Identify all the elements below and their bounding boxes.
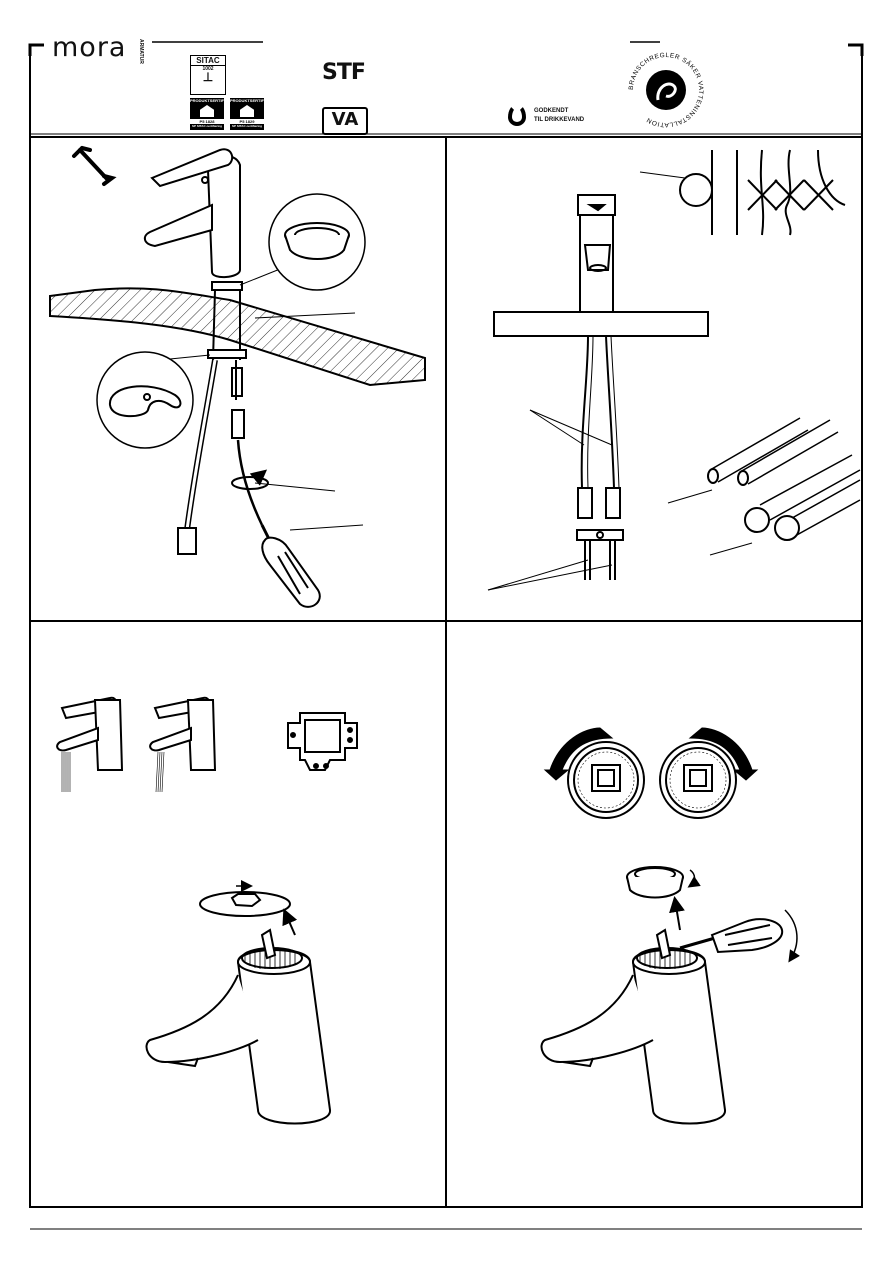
mora-logo: mora xyxy=(52,32,126,63)
cert-badge-2: PRODUKTSERTIFIKAT P5 1829 SP SITAC certi… xyxy=(230,98,274,130)
godkendt-line1: GODKENDT xyxy=(534,108,569,114)
seal-logo: BRANSCHREGLER SÄKER VATTENINSTALLATION xyxy=(626,50,706,130)
sitac-badge: SITAC 1002 ⊥ xyxy=(190,55,226,95)
sitac-number: 1002 xyxy=(202,66,214,72)
brand-name: mora xyxy=(52,32,127,63)
cert-badge-1: PRODUKTSERTIFIKAT P5 1828 SP SITAC certi… xyxy=(190,98,234,130)
cert1-sub: SP SITAC certifiering xyxy=(192,124,222,128)
va-logo: VA xyxy=(322,107,368,135)
house-icon xyxy=(200,105,214,117)
sitac-label: SITAC xyxy=(191,56,225,66)
wrench-icon xyxy=(72,146,117,186)
arrow-clockwise-icon xyxy=(688,727,759,781)
screwdriver-icon xyxy=(260,524,321,608)
house-icon xyxy=(240,105,254,117)
panel-3-aerator xyxy=(56,696,358,1125)
header-frame xyxy=(28,43,864,56)
cert1-code: P5 1828 xyxy=(190,119,224,124)
cert2-sub: SP SITAC certifiering xyxy=(232,124,262,128)
faucet-icon: ⊥ xyxy=(202,70,214,84)
cert2-code: P5 1829 xyxy=(230,119,264,124)
godkendt-line2: TIL DRIKKEVAND xyxy=(534,117,585,123)
panel-grid xyxy=(29,56,863,1208)
cert1-top: PRODUKTSERTIFIKAT xyxy=(190,98,234,103)
brand-sub: ARMATUR xyxy=(138,39,144,64)
screwdriver-icon xyxy=(679,918,784,954)
panel-2-connection xyxy=(487,149,861,591)
cert2-top: PRODUKTSERTIFIKAT xyxy=(230,98,274,103)
water-drop-icon xyxy=(508,104,526,126)
stf-logo: STF xyxy=(322,60,366,85)
arrow-counterclockwise-icon xyxy=(543,727,614,781)
panel-4-adjustment xyxy=(540,727,800,1125)
panel-1-installation xyxy=(49,146,426,608)
